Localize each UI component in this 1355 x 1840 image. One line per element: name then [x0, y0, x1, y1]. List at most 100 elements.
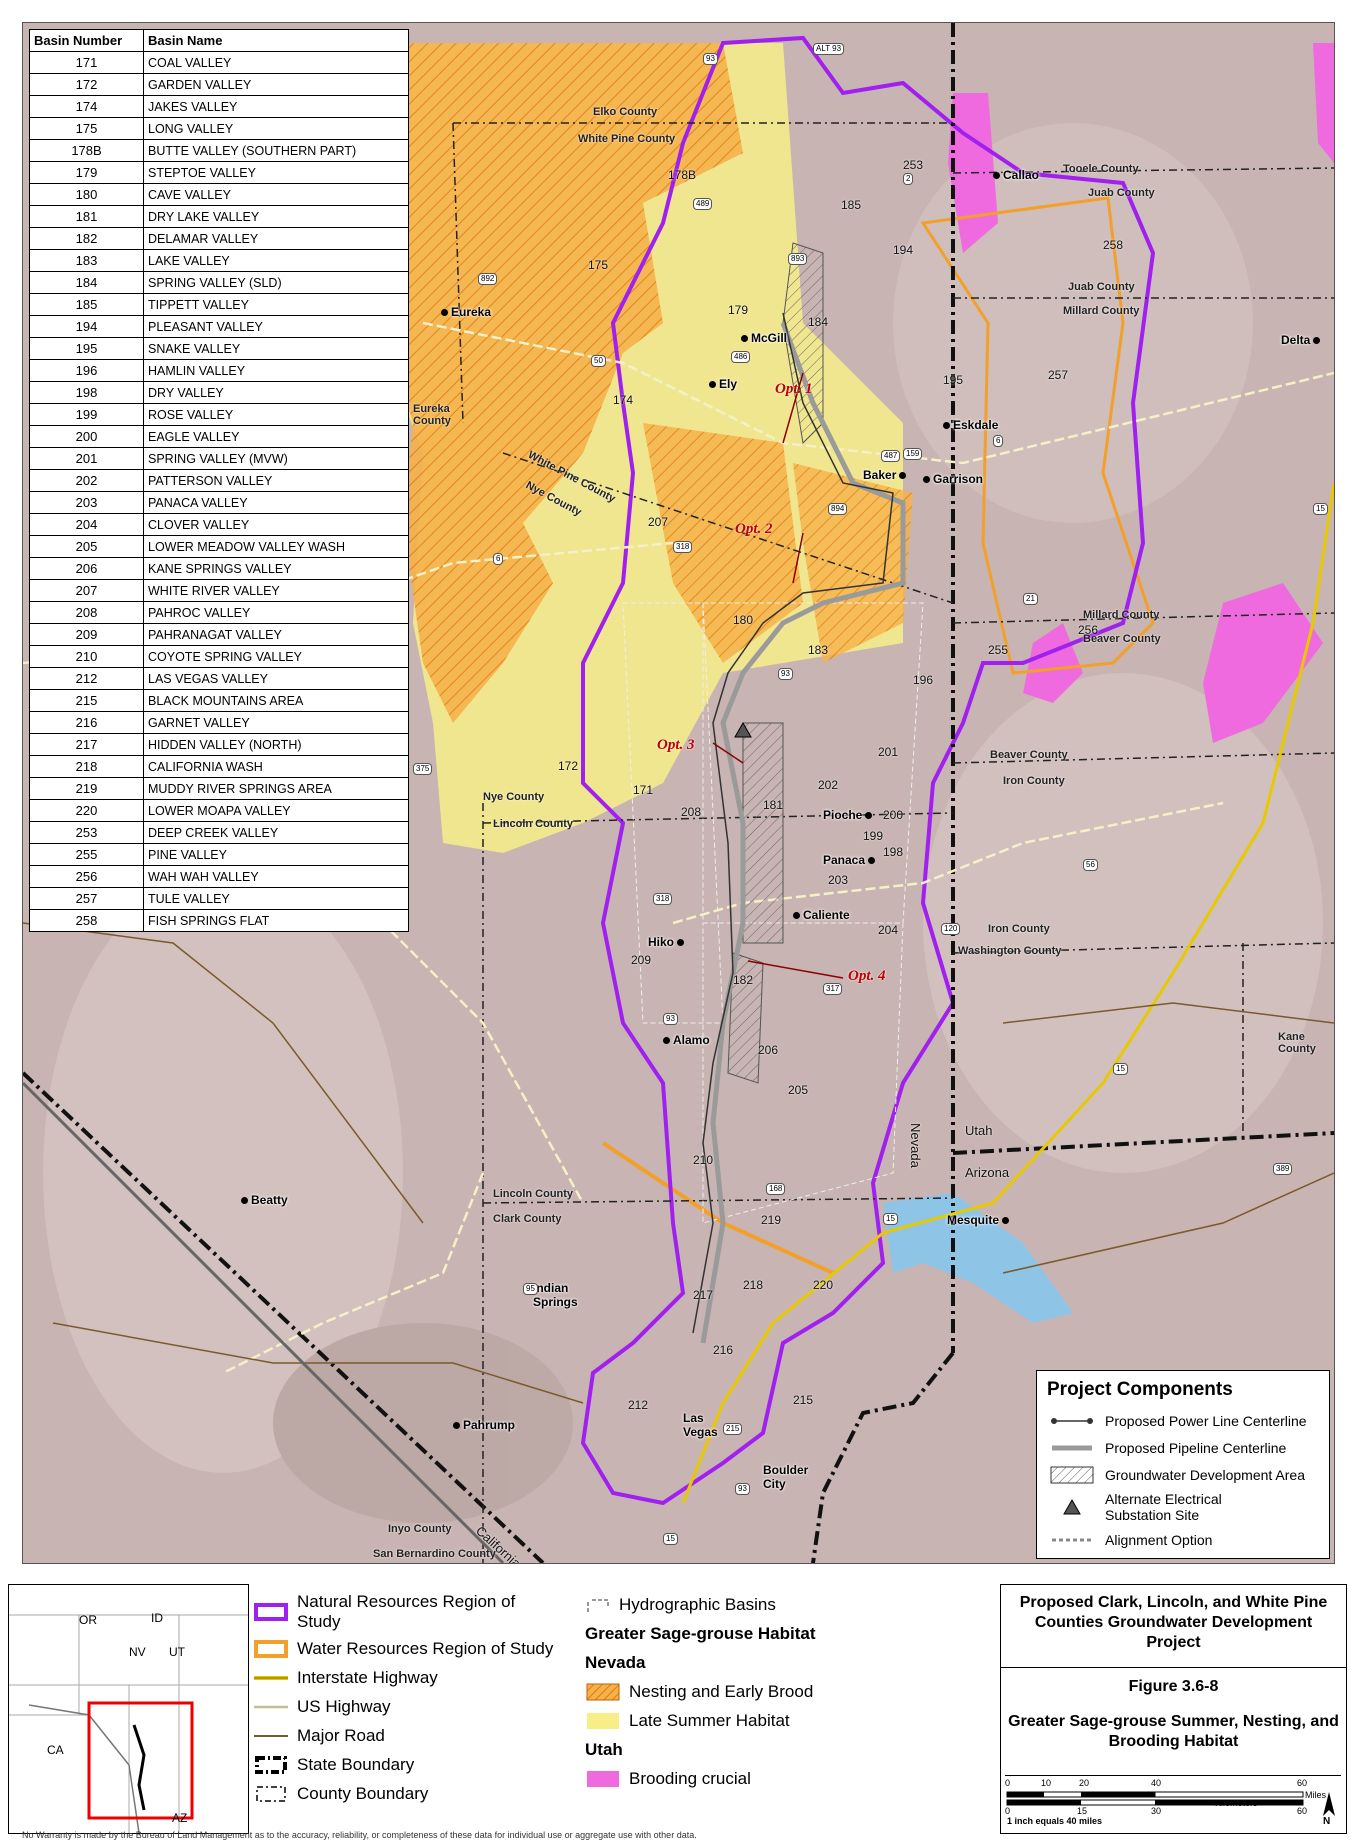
- county-label: San Bernardino County: [373, 1548, 496, 1560]
- highway-shield-icon: 6: [993, 435, 1004, 447]
- legend-nevada-heading: Nevada: [585, 1653, 646, 1672]
- legend-habitat-heading: Greater Sage-grouse Habitat: [585, 1624, 816, 1643]
- basin-label-205: 205: [788, 1083, 809, 1097]
- highway-shield-icon: 93: [778, 668, 793, 680]
- highway-shield-icon: 894: [828, 503, 848, 515]
- table-row: 220Lower Moapa Valley: [29, 799, 409, 822]
- basin-number: 205: [29, 535, 144, 558]
- town-eskdale: Eskdale: [943, 418, 998, 432]
- basin-name: Cave Valley: [143, 183, 409, 206]
- power-line-centerline: [692, 312, 894, 1334]
- basin-name: Pahroc Valley: [143, 601, 409, 624]
- basin-label-195: 195: [943, 373, 964, 387]
- table-row: 183Lake Valley: [29, 249, 409, 272]
- highway-shield-icon: 215: [723, 1423, 743, 1435]
- town-dot-icon: [453, 1422, 460, 1430]
- basin-number: 201: [29, 447, 144, 470]
- legend-nesting: Nesting and Early Brood: [585, 1677, 985, 1706]
- basin-number: 217: [29, 733, 144, 756]
- basin-name: Rose Valley: [143, 403, 409, 426]
- county-label: Iron County: [988, 923, 1050, 935]
- state-boundary-ut-az: [952, 1131, 1334, 1155]
- table-row: 198Dry Valley: [29, 381, 409, 404]
- legend-state-boundary: State Boundary: [253, 1750, 573, 1779]
- scale-ratio: 1 inch equals 40 miles: [1007, 1816, 1103, 1826]
- basin-label-208: 208: [681, 805, 702, 819]
- basin-number: 179: [29, 161, 144, 184]
- county-label: Washington County: [958, 945, 1062, 957]
- inset-extent-box: [87, 1701, 194, 1820]
- basin-number: 194: [29, 315, 144, 338]
- basin-name: Coal Valley: [143, 51, 409, 74]
- county-label: Juab County: [1068, 281, 1135, 293]
- basin-number: 174: [29, 95, 144, 118]
- basin-number: 180: [29, 183, 144, 206]
- basin-label-201: 201: [878, 745, 899, 759]
- town-delta: Delta: [1281, 333, 1323, 347]
- hatch-icon: [1047, 1465, 1097, 1485]
- inset-state-label: ID: [151, 1611, 163, 1625]
- highway-shield-icon: 50: [591, 355, 606, 367]
- highway-shield-icon: 489: [693, 198, 713, 210]
- highway-shield-icon: 93: [735, 1483, 750, 1495]
- basin-number: 253: [29, 821, 144, 844]
- locator-inset-map: OR ID NV UT CA AZ: [8, 1584, 249, 1834]
- legend-item-groundwater-area: Groundwater Development Area: [1047, 1461, 1329, 1488]
- town-dot-icon: [741, 335, 748, 343]
- town-hiko: Hiko: [648, 935, 687, 949]
- inset-state-label: OR: [79, 1613, 97, 1627]
- mojave-diagonal: [23, 1081, 505, 1563]
- basin-name: Long Valley: [143, 117, 409, 140]
- pipeline-centerline: [700, 322, 906, 1344]
- inset-state-label: CA: [47, 1743, 64, 1757]
- dotted-line-icon: [1047, 1530, 1097, 1550]
- table-row: 201Spring Valley (MVW): [29, 447, 409, 470]
- basin-label-202: 202: [818, 778, 839, 792]
- county-label: Elko County: [593, 106, 658, 118]
- table-row: 210Coyote Spring Valley: [29, 645, 409, 668]
- basin-name: Dry Valley: [143, 381, 409, 404]
- county-boundary-icon: [253, 1784, 289, 1804]
- title-block: Proposed Clark, Lincoln, and White Pine …: [1000, 1584, 1347, 1834]
- basin-label-204: 204: [878, 923, 899, 937]
- table-row: 199Rose Valley: [29, 403, 409, 426]
- option-4-label: Opt. 4: [848, 968, 886, 984]
- county-boundaries: [452, 122, 1334, 1563]
- town-dot-icon: [793, 912, 800, 920]
- table-row: 172Garden Valley: [29, 73, 409, 96]
- town-indian-springs: Indian Springs: [533, 1281, 578, 1309]
- county-label: Kane County: [1278, 1031, 1316, 1055]
- basin-label-258: 258: [1103, 238, 1124, 252]
- town-caliente: Caliente: [793, 908, 850, 922]
- county-label: Inyo County: [388, 1523, 452, 1535]
- highway-shield-icon: 15: [663, 1533, 678, 1545]
- basin-number: 181: [29, 205, 144, 228]
- natural-resources-region: [580, 35, 1156, 1506]
- interstate-line-icon: [253, 1668, 289, 1688]
- basin-number: 207: [29, 579, 144, 602]
- legend-major-road: Major Road: [253, 1721, 573, 1750]
- town-beatty: Beatty: [241, 1193, 288, 1207]
- basin-number: 203: [29, 491, 144, 514]
- basin-label-200: 200: [883, 808, 904, 822]
- orange-box-icon: [253, 1639, 289, 1659]
- inset-state-label: UT: [169, 1645, 185, 1659]
- town-dot-icon: [943, 422, 950, 430]
- town-las-vegas: Las Vegas: [683, 1411, 718, 1439]
- basin-label-194: 194: [893, 243, 914, 257]
- town-dot-icon: [677, 939, 685, 947]
- county-label: Iron County: [1003, 775, 1065, 787]
- highway-shield-icon: ALT 93: [813, 43, 845, 55]
- town-mesquite: Mesquite: [947, 1213, 1012, 1227]
- basin-table: Basin Number Basin Name 171Coal Valley17…: [29, 29, 409, 932]
- hydro-basin-icon: [585, 1595, 611, 1615]
- county-label: Clark County: [493, 1213, 562, 1225]
- state-boundary-nv-ca: [23, 1071, 545, 1563]
- disclaimer-footnote: No Warranty is made by the Bureau of Lan…: [22, 1830, 697, 1840]
- basin-name: Lower Moapa Valley: [143, 799, 409, 822]
- basin-name: Hamlin Valley: [143, 359, 409, 382]
- highway-shield-icon: 6: [493, 553, 504, 565]
- basin-label-206: 206: [758, 1043, 779, 1057]
- county-label: Tooele County: [1063, 163, 1139, 175]
- highway-shield-icon: 168: [766, 1183, 786, 1195]
